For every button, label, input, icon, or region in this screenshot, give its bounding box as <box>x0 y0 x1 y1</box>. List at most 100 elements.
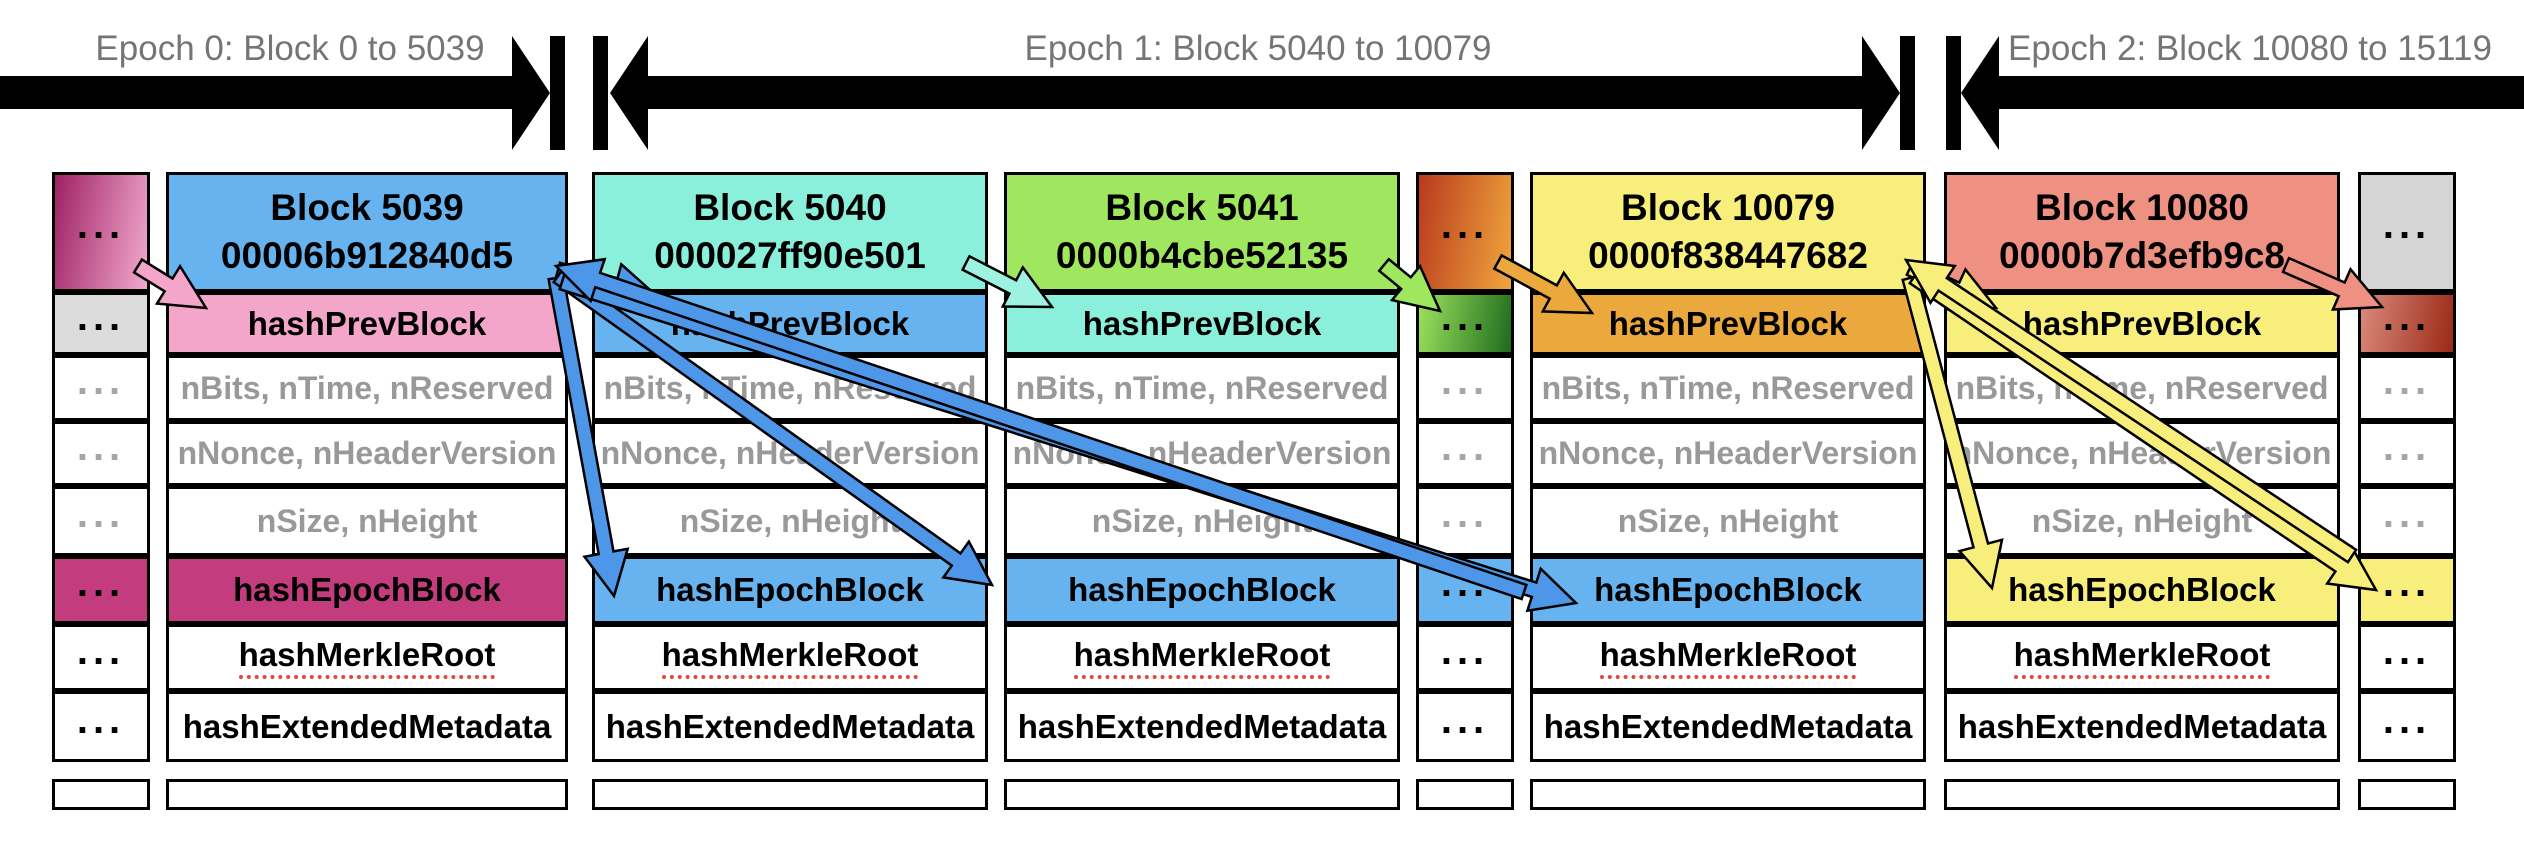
block-10080-title: Block 10080 0000b7d3efb9c8 <box>1944 172 2340 292</box>
block-10080-nnonce-nheaderversion-field-label: nNonce, nHeaderVersion <box>1952 435 2332 471</box>
mid-epoch1-blocks-empty-row <box>1416 779 1514 810</box>
block-5040-hashExtendedMetadata-field: hashExtendedMetadata <box>592 691 988 762</box>
tail-epoch2-blocks-hashExtendedMetadata-field: ... <box>2358 691 2456 762</box>
tail-epoch2-blocks-ellipsis: ... <box>2382 492 2432 536</box>
tail-epoch2-blocks-nbits-ntime-nreserved-field: ... <box>2358 355 2456 421</box>
mid-epoch1-blocks-ellipsis: ... <box>1440 492 1490 536</box>
block-10080-hashEpochBlock-field: hashEpochBlock <box>1944 556 2340 624</box>
mid-epoch1-blocks-nsize-nheight-field: ... <box>1416 486 1514 556</box>
mid-epoch1-blocks-ellipsis: ... <box>1440 424 1490 469</box>
block-5039-hashExtendedMetadata-field-label: hashExtendedMetadata <box>182 707 552 745</box>
block-10079-nbits-ntime-nreserved-field: nBits, nTime, nReserved <box>1530 355 1926 421</box>
prev-epoch0-blocks-ellipsis: ... <box>76 424 126 469</box>
prev-epoch0-blocks-ellipsis: ... <box>76 492 126 536</box>
block-10079-hashExtendedMetadata-field-label: hashExtendedMetadata <box>1543 707 1913 745</box>
prev-epoch0-blocks-nsize-nheight-field: ... <box>52 486 150 556</box>
block-5040-empty-row <box>592 779 988 810</box>
tail-epoch2-blocks-ellipsis: ... <box>2382 697 2432 742</box>
block-5040-number: Block 5040 <box>693 186 887 228</box>
mid-epoch1-blocks-ellipsis: ... <box>1440 294 1490 339</box>
prev-epoch0-blocks-empty-row <box>52 779 150 810</box>
mid-epoch1-blocks-ellipsis: ... <box>1440 561 1490 605</box>
mid-epoch1-blocks-hashExtendedMetadata-field: ... <box>1416 691 1514 762</box>
block-5040-nnonce-nheaderversion-field: nNonce, nHeaderVersion <box>592 421 988 486</box>
block-10079-nbits-ntime-nreserved-field-label: nBits, nTime, nReserved <box>1541 369 1915 406</box>
block-5041-title: Block 5041 0000b4cbe52135 <box>1004 172 1400 292</box>
block-5041-hashEpochBlock-field: hashEpochBlock <box>1004 556 1400 624</box>
tail-epoch2-blocks-ellipsis: ... <box>2382 203 2432 247</box>
epoch-1-label: Epoch 1: Block 5040 to 10079 <box>1024 29 1492 68</box>
tail-epoch2-blocks-ellipsis: ... <box>2382 628 2432 673</box>
block-5041-hashMerkleRoot-field: hashMerkleRoot <box>1004 624 1400 691</box>
mid-epoch1-blocks-title: ... <box>1416 172 1514 292</box>
block-5041-hashPrevBlock-field: hashPrevBlock <box>1004 292 1400 355</box>
block-10079-hash: 0000f838447682 <box>1588 235 1868 276</box>
block-5040-hashMerkleRoot-field: hashMerkleRoot <box>592 624 988 691</box>
block-5040-merkle-label: hashMerkleRoot <box>661 636 919 679</box>
block-5039-nnonce-nheaderversion-field-label: nNonce, nHeaderVersion <box>177 435 557 471</box>
block-5039-nbits-ntime-nreserved-field-label: nBits, nTime, nReserved <box>180 369 554 406</box>
mid-epoch1-blocks-ellipsis: ... <box>1440 628 1490 673</box>
block-10080-nnonce-nheaderversion-field: nNonce, nHeaderVersion <box>1944 421 2340 486</box>
block-5041-hashPrevBlock-field-label: hashPrevBlock <box>1082 304 1322 342</box>
block-10080-hash: 0000b7d3efb9c8 <box>1999 235 2285 276</box>
block-5039-nsize-nheight-field-label: nSize, nHeight <box>256 502 478 539</box>
block-10079-hashEpochBlock-field: hashEpochBlock <box>1530 556 1926 624</box>
block-10079-empty-row <box>1530 779 1926 810</box>
prev-epoch0-blocks-nbits-ntime-nreserved-field: ... <box>52 355 150 421</box>
prev-epoch0-blocks-hashMerkleRoot-field: ... <box>52 624 150 691</box>
block-5040-hashEpochBlock-field: hashEpochBlock <box>592 556 988 624</box>
block-5041-hashEpochBlock-field-label: hashEpochBlock <box>1068 571 1336 608</box>
block-10080-number: Block 10080 <box>2035 186 2249 228</box>
block-5040-nsize-nheight-field-label: nSize, nHeight <box>679 502 901 539</box>
tail-epoch2-blocks-nsize-nheight-field: ... <box>2358 486 2456 556</box>
block-5041-nsize-nheight-field-label: nSize, nHeight <box>1091 502 1313 539</box>
block-10080-nbits-ntime-nreserved-field: nBits, nTime, nReserved <box>1944 355 2340 421</box>
block-10080-hashPrevBlock-field-label: hashPrevBlock <box>2022 304 2262 342</box>
block-10080-hashPrevBlock-field: hashPrevBlock <box>1944 292 2340 355</box>
prev-epoch0-blocks-hashEpochBlock-field: ... <box>52 556 150 624</box>
mid-epoch1-blocks-nnonce-nheaderversion-field: ... <box>1416 421 1514 486</box>
block-5039-nbits-ntime-nreserved-field: nBits, nTime, nReserved <box>166 355 568 421</box>
mid-epoch1-blocks-ellipsis: ... <box>1440 359 1490 403</box>
tail-epoch2-blocks-ellipsis: ... <box>2382 561 2432 605</box>
block-5039-hashPrevBlock-field: hashPrevBlock <box>166 292 568 355</box>
block-5039-hash: 00006b912840d5 <box>220 235 514 276</box>
block-10079-number: Block 10079 <box>1621 186 1835 228</box>
block-10080-nsize-nheight-field-label: nSize, nHeight <box>2031 502 2253 539</box>
mid-epoch1-blocks-ellipsis: ... <box>1440 203 1490 247</box>
block-5039-hashExtendedMetadata-field: hashExtendedMetadata <box>166 691 568 762</box>
block-5040-hashEpochBlock-field-label: hashEpochBlock <box>656 571 924 608</box>
block-5040-hashExtendedMetadata-field-label: hashExtendedMetadata <box>605 707 975 745</box>
epoch-0-label: Epoch 0: Block 0 to 5039 <box>95 29 485 68</box>
mid-epoch1-blocks-nbits-ntime-nreserved-field: ... <box>1416 355 1514 421</box>
block-5041-hashExtendedMetadata-field: hashExtendedMetadata <box>1004 691 1400 762</box>
block-10079-nsize-nheight-field-label: nSize, nHeight <box>1617 502 1839 539</box>
prev-epoch0-blocks-ellipsis: ... <box>76 294 126 339</box>
block-10080-merkle-label: hashMerkleRoot <box>2013 636 2271 679</box>
mid-epoch1-blocks-hashEpochBlock-field: ... <box>1416 556 1514 624</box>
block-5040-hashPrevBlock-field: hashPrevBlock <box>592 292 988 355</box>
block-5040-nbits-ntime-nreserved-field-label: nBits, nTime, nReserved <box>603 369 977 406</box>
tail-epoch2-blocks-empty-row <box>2358 779 2456 810</box>
prev-epoch0-blocks-ellipsis: ... <box>76 628 126 673</box>
block-10079-hashPrevBlock-field-label: hashPrevBlock <box>1608 304 1848 342</box>
block-5040-hashPrevBlock-field-label: hashPrevBlock <box>670 304 910 342</box>
block-5041-nbits-ntime-nreserved-field-label: nBits, nTime, nReserved <box>1015 369 1389 406</box>
tail-epoch2-blocks-ellipsis: ... <box>2382 359 2432 403</box>
block-10079-nsize-nheight-field: nSize, nHeight <box>1530 486 1926 556</box>
block-5040-nbits-ntime-nreserved-field: nBits, nTime, nReserved <box>592 355 988 421</box>
block-10080-hashExtendedMetadata-field: hashExtendedMetadata <box>1944 691 2340 762</box>
block-5039-nsize-nheight-field: nSize, nHeight <box>166 486 568 556</box>
tail-epoch2-blocks-hashEpochBlock-field: ... <box>2358 556 2456 624</box>
block-5039-hashEpochBlock-field: hashEpochBlock <box>166 556 568 624</box>
block-5041-hashExtendedMetadata-field-label: hashExtendedMetadata <box>1017 707 1387 745</box>
epoch-2-label: Epoch 2: Block 10080 to 15119 <box>2008 29 2492 68</box>
block-5040-title: Block 5040 000027ff90e501 <box>592 172 988 292</box>
block-5041-hash: 0000b4cbe52135 <box>1055 235 1349 276</box>
block-5041-number: Block 5041 <box>1105 186 1299 228</box>
block-5039-hashEpochBlock-field-label: hashEpochBlock <box>233 571 501 608</box>
block-5040-hash: 000027ff90e501 <box>654 235 926 276</box>
